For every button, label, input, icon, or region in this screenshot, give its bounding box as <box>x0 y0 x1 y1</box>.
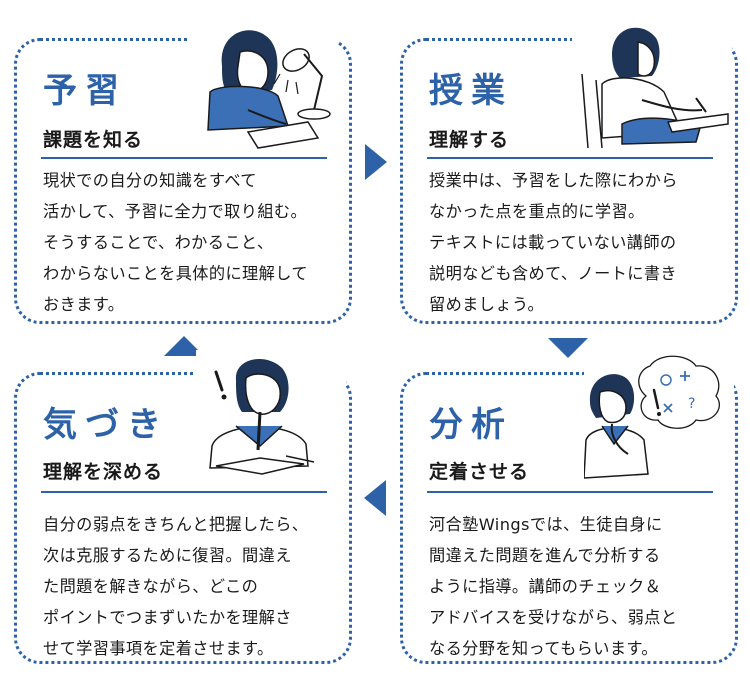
card-body: 河合塾Wingsでは、生徒自身に 間違えた問題を進んで分析する ように指導。講師… <box>429 515 678 658</box>
card-body: 現状での自分の知識をすべて 活かして、予習に全力で取り組む。 そうすることで、わ… <box>43 171 308 314</box>
card-title: 授業 <box>429 71 513 111</box>
card-subtitle: 理解を深める <box>43 461 164 483</box>
divider <box>427 157 713 159</box>
card-subtitle: 定着させる <box>429 461 530 483</box>
card-subtitle: 理解する <box>429 129 510 151</box>
card-class: 授業 理解する 授業中は、予習をした際にわから なかった点を重点的に学習。 テキ… <box>400 38 738 324</box>
card-subtitle: 課題を知る <box>43 129 144 151</box>
card-analysis: 分析 定着させる 河合塾Wingsでは、生徒自身に 間違えた問題を進んで分析する… <box>400 372 738 664</box>
card-body: 授業中は、予習をした際にわから なかった点を重点的に学習。 テキストには載ってい… <box>429 171 678 314</box>
student-realization-illustration <box>196 350 346 490</box>
arrow-up-icon <box>164 336 204 356</box>
divider <box>41 491 327 493</box>
student-thinking-illustration: ? <box>584 350 734 490</box>
student-with-lamp-illustration <box>188 14 338 154</box>
student-taking-notes-illustration <box>572 14 732 154</box>
arrow-down-icon <box>548 338 588 358</box>
divider <box>427 491 713 493</box>
card-body: 自分の弱点をきちんと把握したら、 次は克服するために復習。間違え た問題を解きな… <box>43 515 309 658</box>
card-title: 分析 <box>429 405 513 445</box>
svg-text:?: ? <box>688 396 695 412</box>
card-title: 予習 <box>43 71 127 111</box>
arrow-right-icon <box>365 144 387 180</box>
card-title: 気づき <box>43 405 169 445</box>
divider <box>41 157 327 159</box>
arrow-left-icon <box>364 480 386 516</box>
